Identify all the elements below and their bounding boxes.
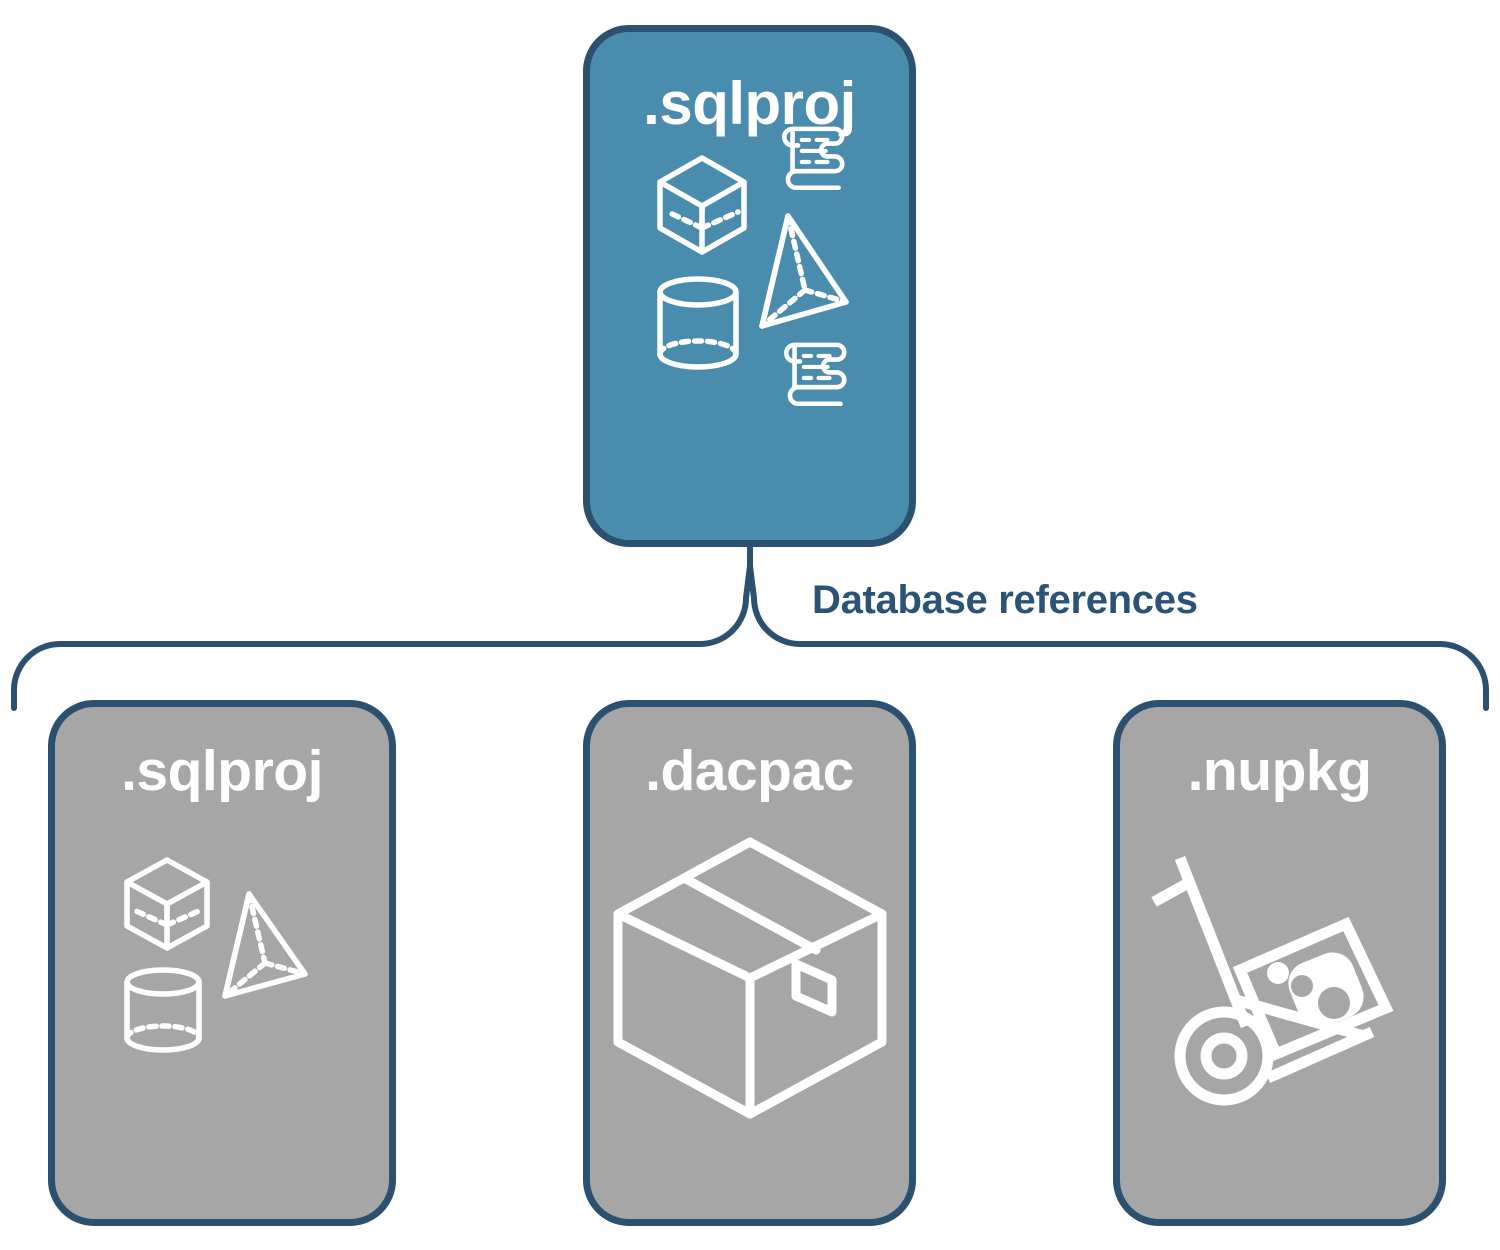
node-card-ref-sqlproj[interactable]: .sqlproj <box>48 700 396 1226</box>
connector-label: Database references <box>812 578 1198 622</box>
node-card-ref-nupkg[interactable]: .nupkg <box>1113 700 1446 1226</box>
isometric-carton <box>613 837 886 1119</box>
card-title-ref-nupkg: .nupkg <box>1187 739 1372 803</box>
database-objects-icon <box>117 846 327 1061</box>
cube-wireframe <box>656 155 747 255</box>
label-panel <box>791 959 836 1017</box>
package-box-icon <box>600 828 900 1128</box>
cylinder-wireframe <box>656 276 739 370</box>
script-scroll-top <box>781 126 844 191</box>
cylinder-wireframe <box>124 967 202 1053</box>
nuget-logo-cutouts <box>1290 975 1350 1019</box>
node-card-ref-dacpac[interactable]: .dacpac <box>583 700 916 1226</box>
card-title-ref-sqlproj: .sqlproj <box>121 739 323 803</box>
card-title-root: .sqlproj <box>643 70 856 137</box>
pyramid-wireframe <box>758 213 849 329</box>
hand-truck-package-icon <box>1150 840 1410 1110</box>
cube-wireframe <box>124 857 210 951</box>
card-title-ref-dacpac: .dacpac <box>645 739 854 803</box>
node-card-root-sqlproj[interactable]: .sqlproj <box>583 25 916 547</box>
brace-path <box>11 563 1489 711</box>
database-objects-icon <box>650 126 850 410</box>
wheel <box>1174 1006 1273 1106</box>
script-scroll-bottom <box>783 342 846 407</box>
pyramid-wireframe <box>222 891 308 999</box>
package-carton <box>1232 916 1393 1062</box>
